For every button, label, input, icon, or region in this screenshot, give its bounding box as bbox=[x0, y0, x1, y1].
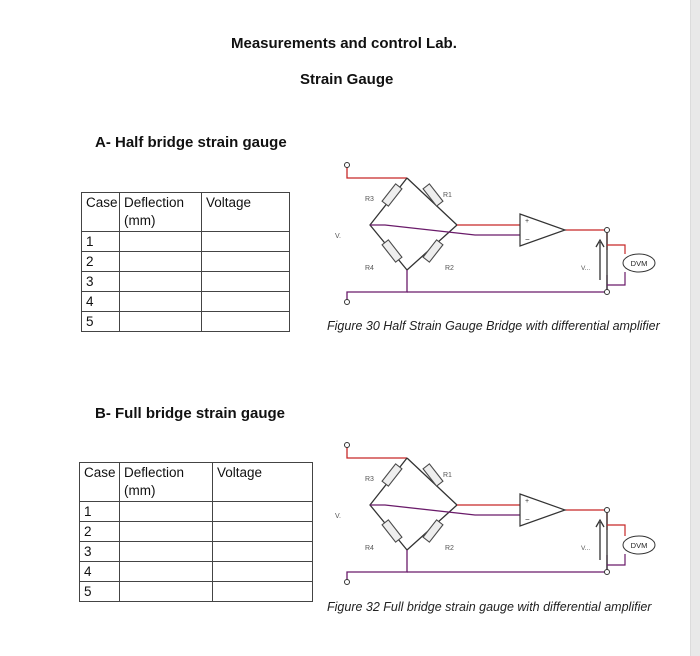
case-cell: 2 bbox=[79, 521, 120, 542]
table-row: 2 bbox=[81, 251, 290, 272]
deflection-cell[interactable] bbox=[119, 561, 213, 582]
table-header-row: Case Deflection (mm) Voltage bbox=[81, 192, 290, 232]
header-voltage: Voltage bbox=[201, 192, 290, 232]
dvm-label: DVM bbox=[631, 541, 648, 550]
table-row: 3 bbox=[81, 271, 290, 292]
voltage-cell[interactable] bbox=[212, 501, 313, 522]
table-row: 2 bbox=[79, 521, 313, 542]
r2-label: R2 bbox=[445, 265, 454, 272]
course-title: Measurements and control Lab. bbox=[231, 35, 457, 52]
table-header-row: Case Deflection (mm) Voltage bbox=[79, 462, 313, 502]
svg-text:+: + bbox=[525, 218, 529, 225]
vin-label: V. bbox=[335, 233, 341, 240]
half-bridge-circuit-diagram: + − DVM R3 R1 R4 R2 V. V... bbox=[335, 162, 656, 305]
deflection-cell[interactable] bbox=[119, 231, 202, 252]
figure-32-caption: Figure 32 Full bridge strain gauge with … bbox=[327, 600, 652, 614]
case-cell: 1 bbox=[79, 501, 120, 522]
deflection-cell[interactable] bbox=[119, 271, 202, 292]
dvm-label: DVM bbox=[631, 259, 648, 268]
deflection-cell[interactable] bbox=[119, 581, 213, 602]
voltage-cell[interactable] bbox=[212, 561, 313, 582]
section-b-heading: B- Full bridge strain gauge bbox=[95, 405, 286, 422]
header-case: Case bbox=[81, 192, 120, 232]
vout-label: V... bbox=[581, 545, 590, 552]
section-a-heading: A- Half bridge strain gauge bbox=[95, 134, 287, 151]
full-bridge-table: Case Deflection (mm) Voltage 1 2 3 4 5 bbox=[79, 462, 313, 602]
r3-label: R3 bbox=[365, 476, 374, 483]
deflection-cell[interactable] bbox=[119, 291, 202, 312]
r1-label: R1 bbox=[443, 472, 452, 479]
vin-label: V. bbox=[335, 513, 341, 520]
table-row: 5 bbox=[79, 581, 313, 602]
vout-label: V... bbox=[581, 265, 590, 272]
half-bridge-table: Case Deflection (mm) Voltage 1 2 3 4 5 bbox=[81, 192, 290, 332]
r3-label: R3 bbox=[365, 196, 374, 203]
r2-label: R2 bbox=[445, 545, 454, 552]
svg-text:−: − bbox=[525, 515, 530, 524]
deflection-cell[interactable] bbox=[119, 251, 202, 272]
r1-label: R1 bbox=[443, 192, 452, 199]
case-cell: 5 bbox=[79, 581, 120, 602]
deflection-cell[interactable] bbox=[119, 541, 213, 562]
case-cell: 3 bbox=[79, 541, 120, 562]
voltage-cell[interactable] bbox=[201, 251, 290, 272]
r4-label: R4 bbox=[365, 545, 374, 552]
dvm-meter-icon bbox=[622, 253, 656, 273]
page-edge bbox=[690, 0, 700, 656]
voltage-cell[interactable] bbox=[201, 231, 290, 252]
case-cell: 1 bbox=[81, 231, 120, 252]
voltage-cell[interactable] bbox=[201, 311, 290, 332]
svg-text:+: + bbox=[525, 498, 529, 505]
table-row: 4 bbox=[79, 561, 313, 582]
table-row: 4 bbox=[81, 291, 290, 312]
deflection-cell[interactable] bbox=[119, 521, 213, 542]
case-cell: 4 bbox=[79, 561, 120, 582]
header-case: Case bbox=[79, 462, 120, 502]
voltage-cell[interactable] bbox=[212, 541, 313, 562]
dvm-meter-icon bbox=[622, 535, 656, 555]
voltage-cell[interactable] bbox=[212, 581, 313, 602]
case-cell: 4 bbox=[81, 291, 120, 312]
case-cell: 5 bbox=[81, 311, 120, 332]
deflection-cell[interactable] bbox=[119, 501, 213, 522]
table-row: 1 bbox=[81, 231, 290, 252]
voltage-cell[interactable] bbox=[201, 291, 290, 312]
table-row: 3 bbox=[79, 541, 313, 562]
voltage-cell[interactable] bbox=[201, 271, 290, 292]
header-deflection: Deflection (mm) bbox=[119, 462, 213, 502]
case-cell: 3 bbox=[81, 271, 120, 292]
full-bridge-circuit-diagram: + − DVM R3 R1 R4 R2 V. V... bbox=[335, 442, 656, 585]
deflection-cell[interactable] bbox=[119, 311, 202, 332]
r4-label: R4 bbox=[365, 265, 374, 272]
case-cell: 2 bbox=[81, 251, 120, 272]
header-voltage: Voltage bbox=[212, 462, 313, 502]
header-deflection: Deflection (mm) bbox=[119, 192, 202, 232]
voltage-cell[interactable] bbox=[212, 521, 313, 542]
svg-text:−: − bbox=[525, 235, 530, 244]
topic-title: Strain Gauge bbox=[300, 71, 394, 88]
figure-30-caption: Figure 30 Half Strain Gauge Bridge with … bbox=[327, 319, 660, 333]
table-row: 1 bbox=[79, 501, 313, 522]
table-row: 5 bbox=[81, 311, 290, 332]
